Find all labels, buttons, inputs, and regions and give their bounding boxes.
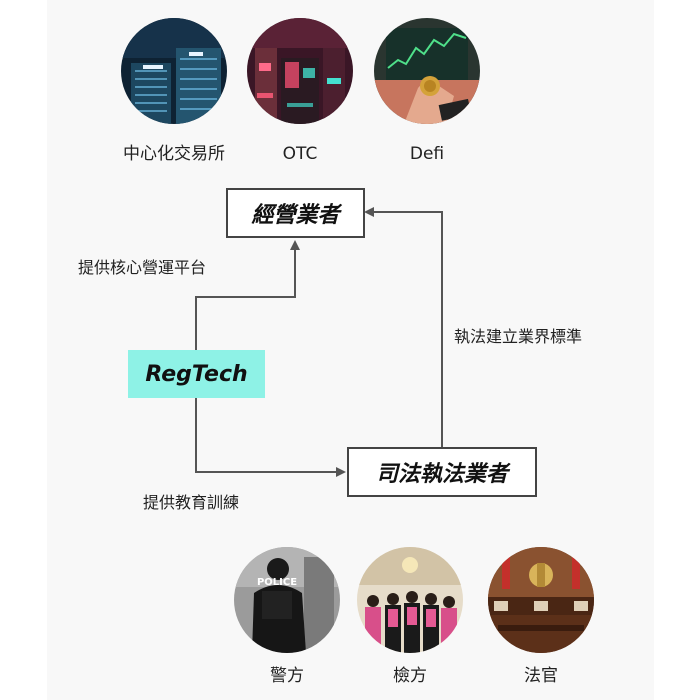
edge-regtech-to-operators [195,240,300,350]
top-caption-exchange: 中心化交易所 [123,144,225,164]
bottom-caption-prosecutors: 檢方 [393,666,427,686]
prosecutors-group-photo-icon [357,547,463,653]
skyscraper-night-photo-icon [121,18,227,124]
edge-label-core-platform: 提供核心營運平台 [78,258,207,277]
bottom-caption-police: 警方 [270,666,304,686]
svg-text:POLICE: POLICE [257,577,297,588]
edge-label-industry-standard: 執法建立業界標準 [454,327,583,346]
edge-regtech-to-judicial [195,398,346,477]
bottom-caption-judges: 法官 [524,666,558,686]
edge-judicial-to-operators [364,207,443,448]
edge-label-training: 提供教育訓練 [143,493,240,512]
crypto-coin-trading-photo-icon [374,18,480,124]
top-caption-otc: OTC [282,144,318,164]
top-caption-defi: Defi [409,144,445,164]
courtroom-photo-icon [488,547,594,653]
node-judicial: 司法執法業者 [347,447,537,497]
police-officer-photo-icon: POLICE [234,547,340,653]
node-regtech: RegTech [128,350,265,398]
node-operators: 經營業者 [226,188,365,238]
